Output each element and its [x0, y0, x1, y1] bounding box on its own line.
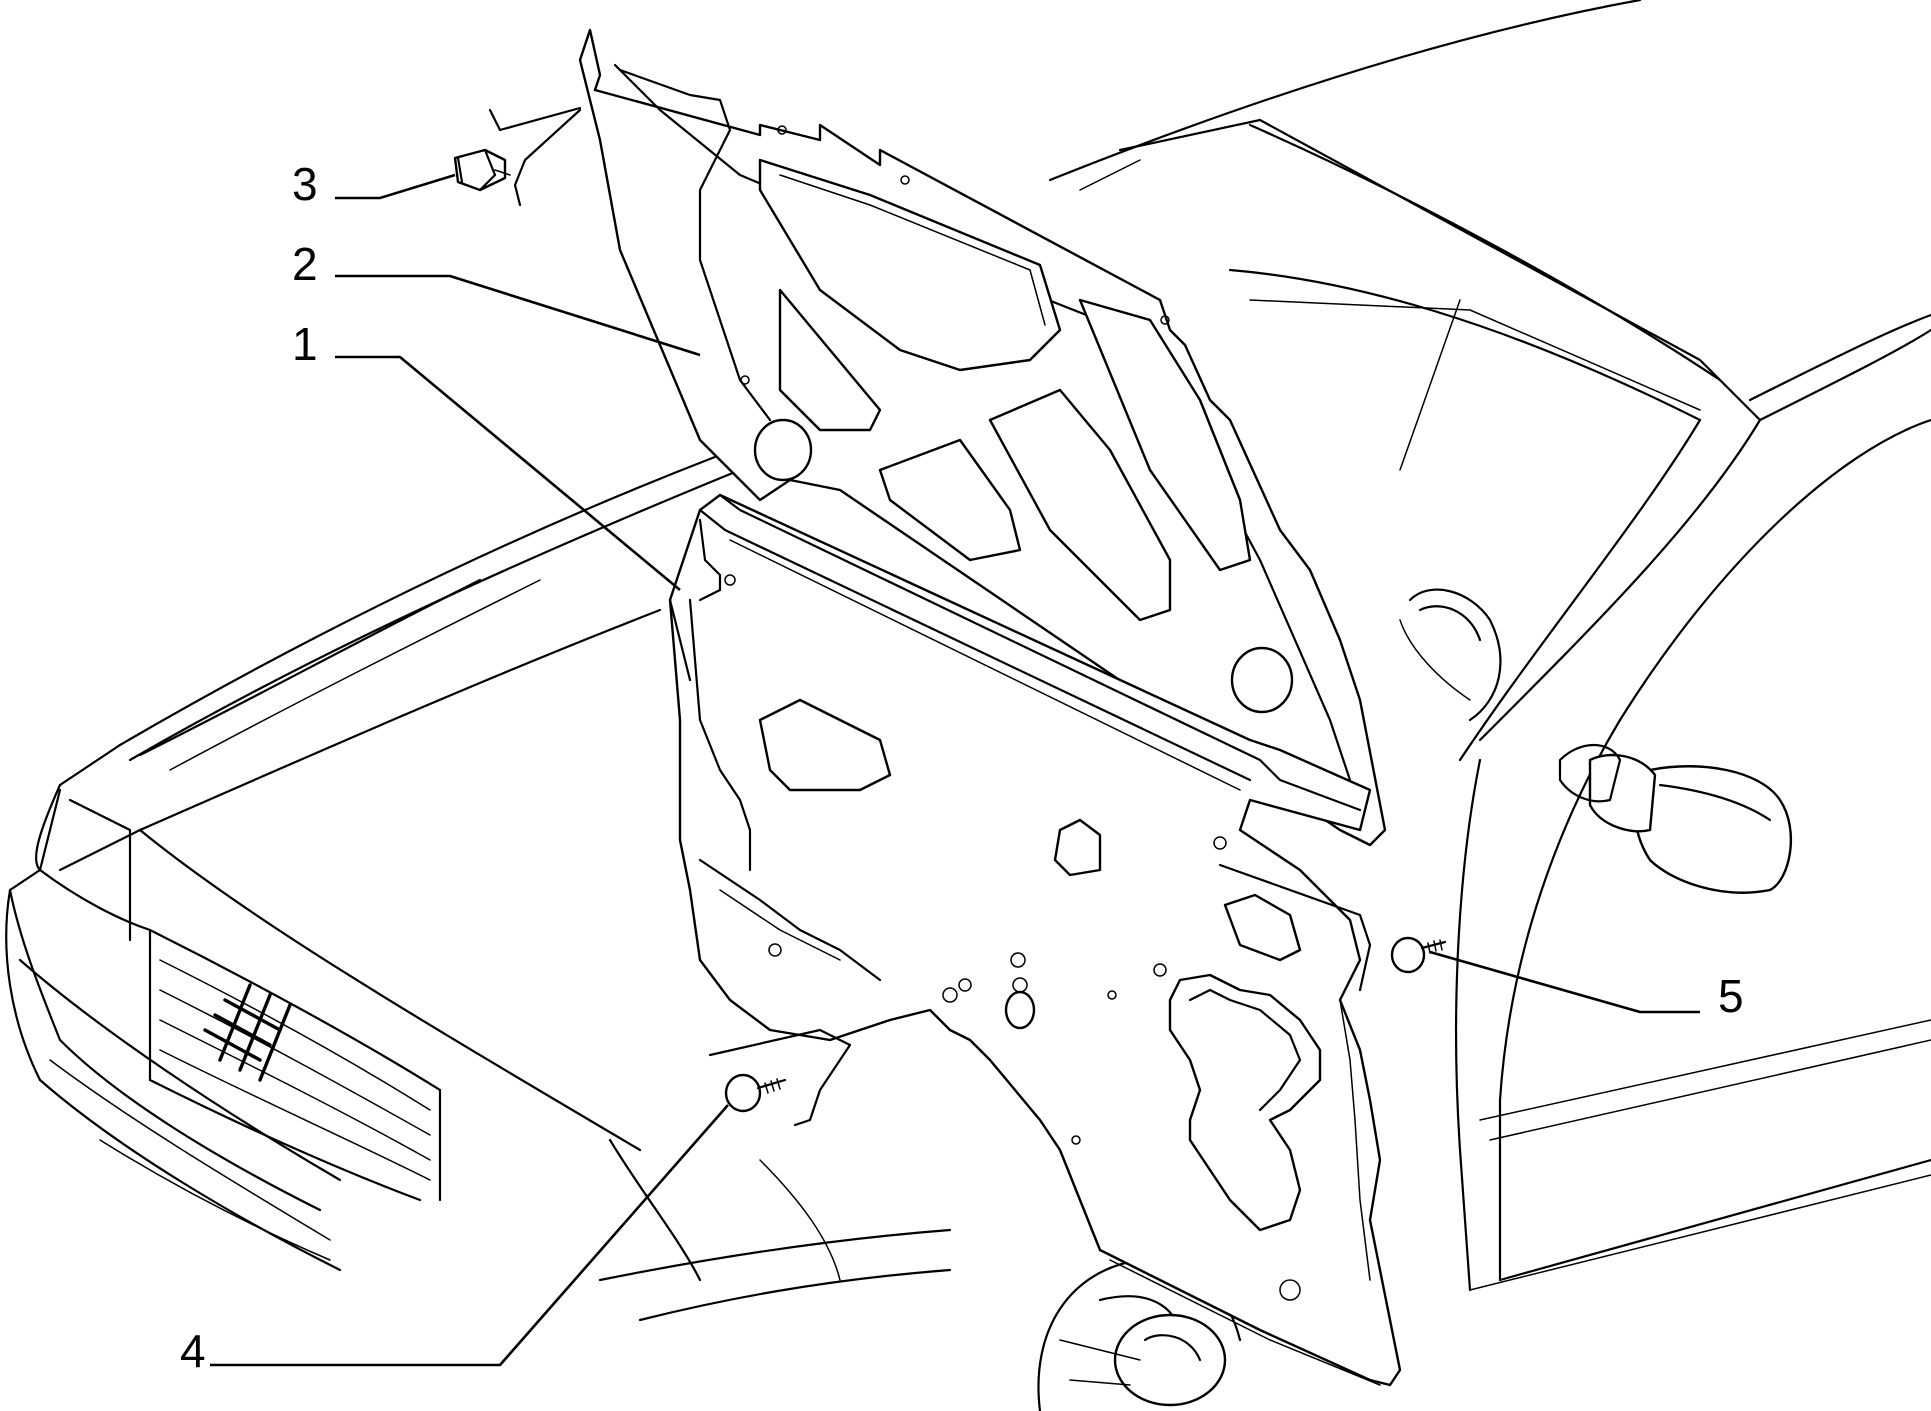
- callout-3: 3: [292, 158, 318, 210]
- fastener-clip-right: [1218, 863, 1447, 992]
- hood-inner-frame: [578, 28, 1387, 847]
- leader-line-2: [335, 274, 701, 357]
- callout-4: 4: [180, 1325, 206, 1377]
- leader-line-4: [210, 1104, 729, 1367]
- leader-lines: [210, 173, 1700, 1367]
- hood-insulation-panel: [668, 493, 1402, 1387]
- callout-labels: 3 2 1 4 5: [180, 158, 1744, 1377]
- leader-line-1: [335, 355, 681, 591]
- callout-2: 2: [292, 238, 318, 290]
- leader-line-3: [335, 173, 456, 200]
- hood-bumper-clip: [453, 106, 582, 207]
- leader-line-5: [1429, 950, 1700, 1014]
- callout-5: 5: [1718, 970, 1744, 1022]
- car-body: [5, 0, 1931, 1411]
- grille-badge-icon: [203, 983, 292, 1082]
- fastener-clip-left: [708, 1028, 852, 1127]
- callout-1: 1: [292, 318, 318, 370]
